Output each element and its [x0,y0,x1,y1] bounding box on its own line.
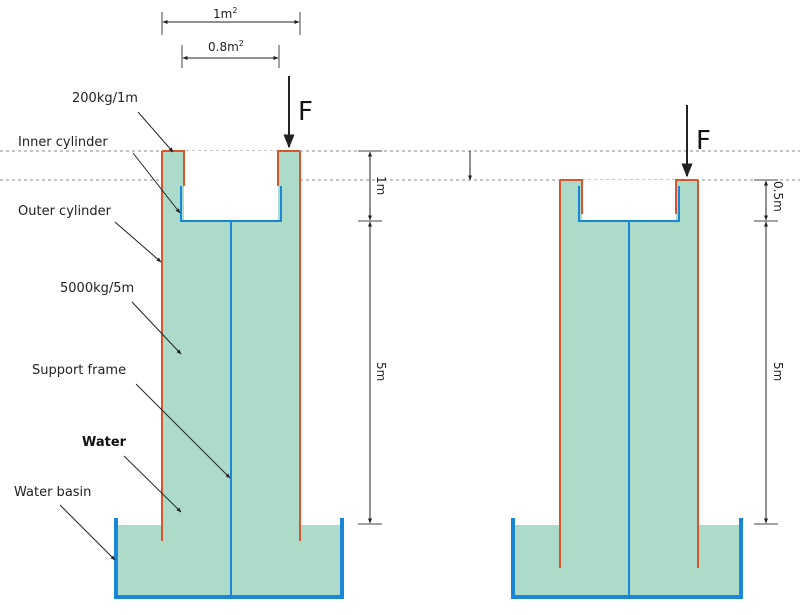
inner-cylinder-cavity-right [582,180,676,221]
label-inner-cylinder: Inner cylinder [18,135,108,150]
water-basin-right [511,518,743,599]
leader-weight-outer [131,301,182,355]
label-water-basin: Water basin [14,485,91,500]
outer-height-dim-text: 5m [374,362,388,381]
label-water: Water [82,435,127,450]
water-basin [114,518,344,599]
outer-area-dim-text: 1m2 [213,6,237,21]
right-assembly: F 0.5m 5m [511,105,785,599]
inner-height-dim-text-right: 0.5m [771,181,785,212]
inner-cylinder-cavity [184,151,278,221]
force-label-right: F [696,126,711,156]
leader-support-frame [135,383,231,479]
leader-water [123,455,182,513]
callouts: 200kg/1m Inner cylinder Outer cylinder 5… [14,91,231,561]
leader-outer-cylinder [114,221,162,263]
label-weight-outer: 5000kg/5m [60,281,134,296]
label-support-frame: Support frame [32,363,126,378]
outer-height-dim-text-right: 5m [771,362,785,381]
label-outer-cylinder: Outer cylinder [18,204,112,219]
label-weight-inner: 200kg/1m [72,91,138,106]
left-assembly: F 1m2 0.8m2 1m 5m [114,6,388,599]
inner-cylinder-rim-right-left [560,179,583,214]
inner-height-dim-text: 1m [374,176,388,195]
inner-area-dim-text: 0.8m2 [208,39,244,54]
force-label-left: F [298,97,313,127]
leader-inner-cylinder [132,152,181,214]
inner-cylinder-rim-right [277,150,300,186]
inner-cylinder-rim-right-right [675,179,698,214]
leader-weight-inner [137,111,174,153]
leader-water-basin [59,504,116,561]
